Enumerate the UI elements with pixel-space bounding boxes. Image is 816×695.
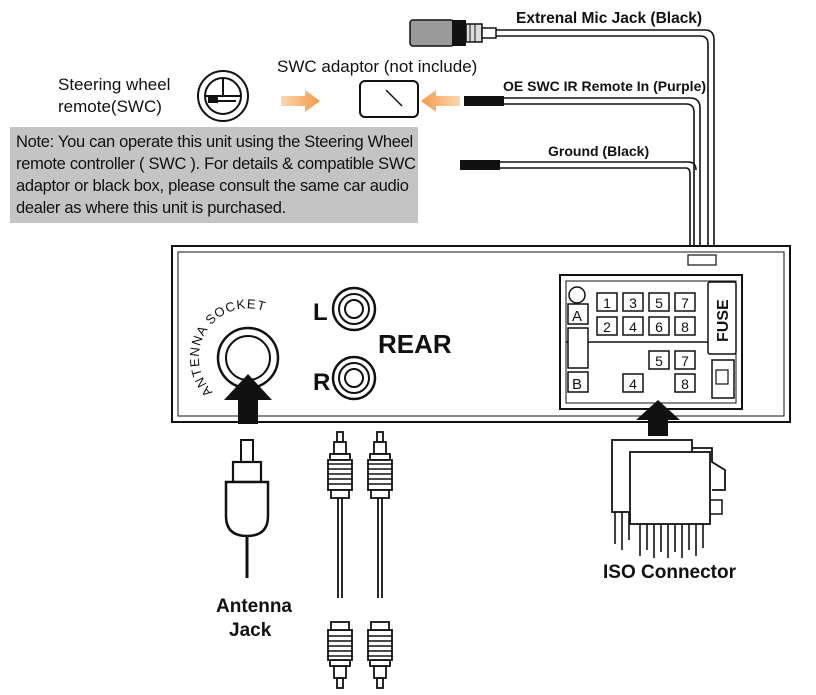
- note-line: adaptor or black box, please consult the…: [16, 177, 409, 195]
- iso-pin-number: 7: [681, 353, 689, 369]
- iso-pin-grid: 1 3 5 7 2 4 6 8 5 7 4 8: [596, 292, 696, 393]
- mic-cable-inner: [496, 35, 709, 262]
- rca-plug-segment: [333, 665, 347, 679]
- swc-adaptor-mark: [385, 89, 403, 107]
- iso-pin-box: [622, 316, 644, 336]
- iso-connector-label: ISO Connector: [603, 562, 737, 583]
- rca-plug-segment: [376, 431, 384, 443]
- steering-wheel-icon: [197, 70, 249, 122]
- iso-pin-box: [622, 373, 644, 393]
- antenna-arrow-icon: [224, 374, 272, 424]
- swc-adaptor-box: [359, 80, 419, 118]
- rca-plug-segment: [336, 431, 344, 443]
- arrow-right-icon: [281, 90, 320, 112]
- iso-pin-box: [648, 292, 670, 312]
- oe-swc-label: OE SWC IR Remote In (Purple): [503, 78, 706, 94]
- rca-plug-segment: [330, 621, 350, 631]
- iso-pin-number: 4: [629, 319, 637, 335]
- iso-arrow-icon: [636, 400, 680, 436]
- ground-label: Ground (Black): [548, 143, 649, 159]
- iso-port-b-label: B: [572, 376, 582, 393]
- ground-cable-inner: [500, 167, 691, 262]
- oe-swc-cable: [504, 97, 701, 262]
- wire-grommet: [687, 254, 717, 266]
- ground-cable: [500, 161, 697, 171]
- rca-plug-segment: [376, 677, 384, 689]
- iso-pin-number: 3: [629, 295, 637, 311]
- antenna-jack-label-line1: Antenna: [216, 596, 292, 617]
- iso-pin-number: 6: [655, 319, 663, 335]
- rear-right-label: R: [313, 369, 330, 396]
- iso-pin-number: 7: [681, 295, 689, 311]
- arrow-left-icon: [421, 90, 460, 112]
- rca-plug-segment: [373, 441, 387, 455]
- mic-jack-label: Extrenal Mic Jack (Black): [516, 10, 702, 27]
- iso-pin-box: [674, 292, 696, 312]
- oe-swc-cable-inner: [504, 103, 695, 262]
- rca-plug-segment: [329, 659, 351, 667]
- iso-pin-number: 8: [681, 319, 689, 335]
- rear-label: REAR: [378, 329, 452, 359]
- note-line: dealer as where this unit is purchased.: [16, 199, 286, 217]
- iso-port-a-label: A: [572, 308, 582, 325]
- iso-pin-box: [648, 316, 670, 336]
- steering-wheel-label-line1: Steering wheel: [58, 75, 170, 94]
- mic-jack-icon: [409, 19, 497, 47]
- iso-pin-number: 8: [681, 376, 689, 392]
- rca-plug-segment: [370, 621, 390, 631]
- rca-plug-segment: [373, 665, 387, 679]
- swc-adaptor-label: SWC adaptor (not include): [277, 57, 477, 76]
- iso-pin-number: 5: [655, 295, 663, 311]
- iso-pin-number: 2: [603, 319, 611, 335]
- swc-note: Note: You can operate this unit using th…: [10, 127, 418, 223]
- rca-jack-right: [331, 355, 377, 401]
- rca-jack-left: [331, 286, 377, 332]
- rca-plug-segment: [336, 677, 344, 689]
- iso-pin-box: [674, 350, 696, 370]
- rca-plug-segment: [333, 441, 347, 455]
- rca-plug-segment: [369, 659, 391, 667]
- iso-pin-number: 5: [655, 353, 663, 369]
- iso-pin-box: [648, 350, 670, 370]
- head-unit-bevel: [177, 251, 785, 417]
- iso-pin-box: [596, 316, 618, 336]
- iso-connector-plug: [611, 439, 726, 558]
- mic-cable: [496, 29, 715, 262]
- iso-pin-number: 4: [629, 376, 637, 392]
- rca-plug-segment: [330, 489, 350, 499]
- note-line: Note: You can operate this unit using th…: [16, 133, 413, 151]
- rear-left-label: L: [313, 299, 328, 326]
- rca-plug-segment: [370, 489, 390, 499]
- oe-swc-wire-end: [464, 96, 504, 106]
- steering-wheel-label-line2: remote(SWC): [58, 97, 162, 116]
- iso-pin-box: [674, 316, 696, 336]
- fuse-label: FUSE: [715, 299, 732, 342]
- iso-pin-number: 1: [603, 295, 611, 311]
- ground-wire-end: [460, 160, 500, 170]
- antenna-jack-plug: [224, 439, 270, 578]
- antenna-jack-label-line2: Jack: [229, 620, 272, 641]
- antenna-socket: [216, 326, 280, 390]
- note-line: remote controller ( SWC ). For details &…: [16, 155, 416, 173]
- iso-pin-box: [674, 373, 696, 393]
- rca-cables: [327, 431, 393, 689]
- iso-pin-box: [596, 292, 618, 312]
- iso-pin-box: [622, 292, 644, 312]
